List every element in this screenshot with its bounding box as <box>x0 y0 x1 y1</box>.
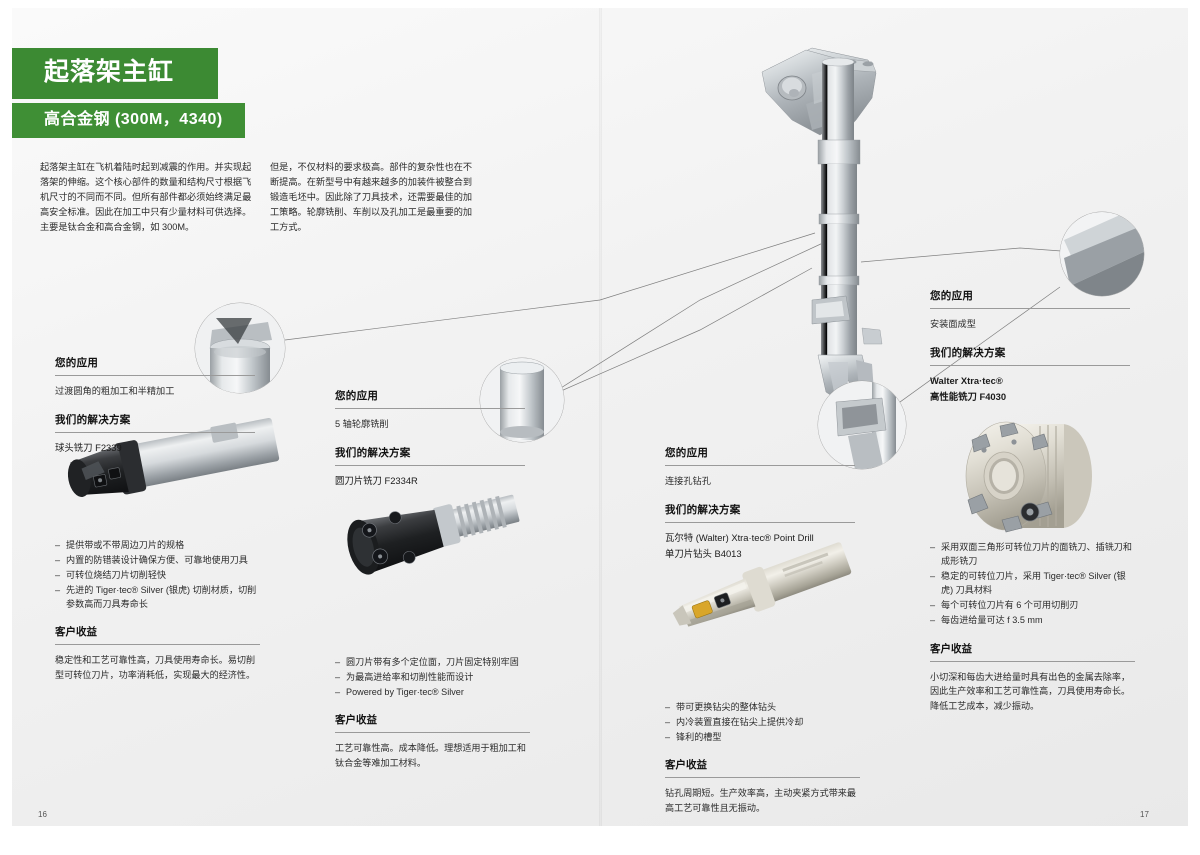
solution-block-ball-nose-mill: 您的应用 过渡圆角的粗加工和半精加工 我们的解决方案 球头铣刀 F2339 <box>55 355 255 465</box>
page-title-banner: 起落架主缸 <box>12 48 219 99</box>
intro-paragraph-1: 起落架主缸在飞机着陆时起到减震的作用。并实现起落架的伸缩。这个核心部件的数量和结… <box>40 162 252 232</box>
feature-list: 圆刀片带有多个定位面，刀片固定特别牢固 为最高进给率和切削性能而设计 Power… <box>335 655 530 699</box>
divider <box>335 465 525 467</box>
benefit-text: 小切深和每齿大进给量时具有出色的金属去除率，因此生产效率和工艺可靠性高，刀具使用… <box>930 671 1131 711</box>
product-name-line-1: Walter Xtra·tec® <box>930 375 1003 387</box>
benefit-text: 稳定性和工艺可靠性高，刀具使用寿命长。易切削型可转位刀片，功率消耗低，实现最大的… <box>55 655 256 681</box>
divider <box>665 522 855 524</box>
benefit-text: 钻孔周期短。生产效率高，主动夹紧方式带来最高工艺可靠性且无振动。 <box>665 788 856 813</box>
features-block-face-mill: 采用双面三角形可转位刀片的面铣刀、插铣刀和成形铣刀 稳定的可转位刀片，采用 Ti… <box>930 540 1135 713</box>
page-subtitle: 高合金钢 (300M，4340) <box>44 111 223 128</box>
list-item: Powered by Tiger·tec® Silver <box>335 685 530 699</box>
divider <box>930 660 1135 662</box>
benefit-label: 客户收益 <box>55 626 97 639</box>
feature-list: 提供带或不带周边刀片的规格 内置的防错装设计确保方便、可靠地使用刀具 可转位烧结… <box>55 538 260 611</box>
application-label: 您的应用 <box>930 290 974 302</box>
list-item: 每齿进给量可达 f 3.5 mm <box>930 613 1135 627</box>
divider <box>55 432 255 434</box>
solution-label: 我们的解决方案 <box>930 347 1006 360</box>
feature-list: 采用双面三角形可转位刀片的面铣刀、插铣刀和成形铣刀 稳定的可转位刀片，采用 Ti… <box>930 540 1135 628</box>
divider <box>335 732 530 734</box>
product-name-line-2: 单刀片钻头 B4013 <box>665 548 742 560</box>
solution-block-round-insert-mill: 您的应用 5 轴轮廓铣削 我们的解决方案 圆刀片铣刀 F2334R <box>335 388 525 498</box>
product-name: 球头铣刀 F2339 <box>55 442 122 454</box>
list-item: 可转位烧结刀片切削轻快 <box>55 568 260 582</box>
divider <box>665 777 860 779</box>
divider <box>55 375 255 376</box>
intro-paragraph-2: 但是，不仅材料的要求极高。部件的复杂性也在不断提高。在新型号中有越来越多的加装件… <box>270 162 473 232</box>
page-edge-right <box>1188 0 1200 855</box>
benefit-label: 客户收益 <box>665 759 707 772</box>
page-title: 起落架主缸 <box>44 58 175 86</box>
list-item: 锋利的槽型 <box>665 730 860 744</box>
solution-block-face-mill: 您的应用 安装面成型 我们的解决方案 Walter Xtra·tec® 高性能铣… <box>930 288 1130 414</box>
page-edge-top <box>0 0 1200 8</box>
solution-label: 我们的解决方案 <box>55 414 131 427</box>
page-edge-left <box>0 0 12 855</box>
product-name: 圆刀片铣刀 F2334R <box>335 475 418 487</box>
divider <box>930 308 1130 309</box>
application-value: 连接孔钻孔 <box>665 476 711 486</box>
page-subtitle-banner: 高合金钢 (300M，4340) <box>12 103 245 138</box>
benefit-label: 客户收益 <box>335 714 377 727</box>
list-item: 采用双面三角形可转位刀片的面铣刀、插铣刀和成形铣刀 <box>930 540 1135 568</box>
product-name-line-2: 高性能铣刀 F4030 <box>930 391 1007 403</box>
list-item: 提供带或不带周边刀片的规格 <box>55 538 260 552</box>
solution-label: 我们的解决方案 <box>665 504 741 517</box>
list-item: 为最高进给率和切削性能而设计 <box>335 670 530 684</box>
features-block-round-insert-mill: 圆刀片带有多个定位面，刀片固定特别牢固 为最高进给率和切削性能而设计 Power… <box>335 655 530 770</box>
list-item: 内置的防错装设计确保方便、可靠地使用刀具 <box>55 553 260 567</box>
list-item: 先进的 Tiger·tec® Silver (银虎) 切削材质，切削参数高而刀具… <box>55 583 260 611</box>
application-value: 安装面成型 <box>930 319 976 329</box>
list-item: 稳定的可转位刀片，采用 Tiger·tec® Silver (银虎) 刀具材料 <box>930 569 1135 597</box>
divider <box>930 365 1130 367</box>
page-number-right: 17 <box>1140 810 1149 819</box>
page-number-left: 16 <box>38 810 47 819</box>
list-item: 圆刀片带有多个定位面，刀片固定特别牢固 <box>335 655 530 669</box>
solution-label: 我们的解决方案 <box>335 447 411 460</box>
list-item: 带可更换钻尖的整体钻头 <box>665 700 860 714</box>
features-block-ball-nose-mill: 提供带或不带周边刀片的规格 内置的防错装设计确保方便、可靠地使用刀具 可转位烧结… <box>55 538 260 683</box>
page-edge-bottom <box>0 826 1200 855</box>
feature-list: 带可更换钻尖的整体钻头 内冷装置直接在钻尖上提供冷却 锋利的槽型 <box>665 700 860 744</box>
features-block-point-drill: 带可更换钻尖的整体钻头 内冷装置直接在钻尖上提供冷却 锋利的槽型 客户收益 钻孔… <box>665 700 860 815</box>
divider <box>335 408 525 409</box>
application-value: 过渡圆角的粗加工和半精加工 <box>55 386 175 396</box>
product-name-line-1: 瓦尔特 (Walter) Xtra·tec® Point Drill <box>665 532 814 544</box>
solution-block-point-drill: 您的应用 连接孔钻孔 我们的解决方案 瓦尔特 (Walter) Xtra·tec… <box>665 445 855 571</box>
benefit-label: 客户收益 <box>930 642 972 655</box>
application-value: 5 轴轮廓铣削 <box>335 419 389 429</box>
application-label: 您的应用 <box>335 390 379 402</box>
divider <box>55 644 260 646</box>
application-label: 您的应用 <box>665 447 709 459</box>
spread-gutter <box>599 8 602 826</box>
list-item: 每个可转位刀片有 6 个可用切削刃 <box>930 598 1135 612</box>
list-item: 内冷装置直接在钻尖上提供冷却 <box>665 715 860 729</box>
benefit-text: 工艺可靠性高。成本降低。理想适用于粗加工和钛合金等难加工材料。 <box>335 743 526 768</box>
application-label: 您的应用 <box>55 357 99 369</box>
divider <box>665 465 855 466</box>
